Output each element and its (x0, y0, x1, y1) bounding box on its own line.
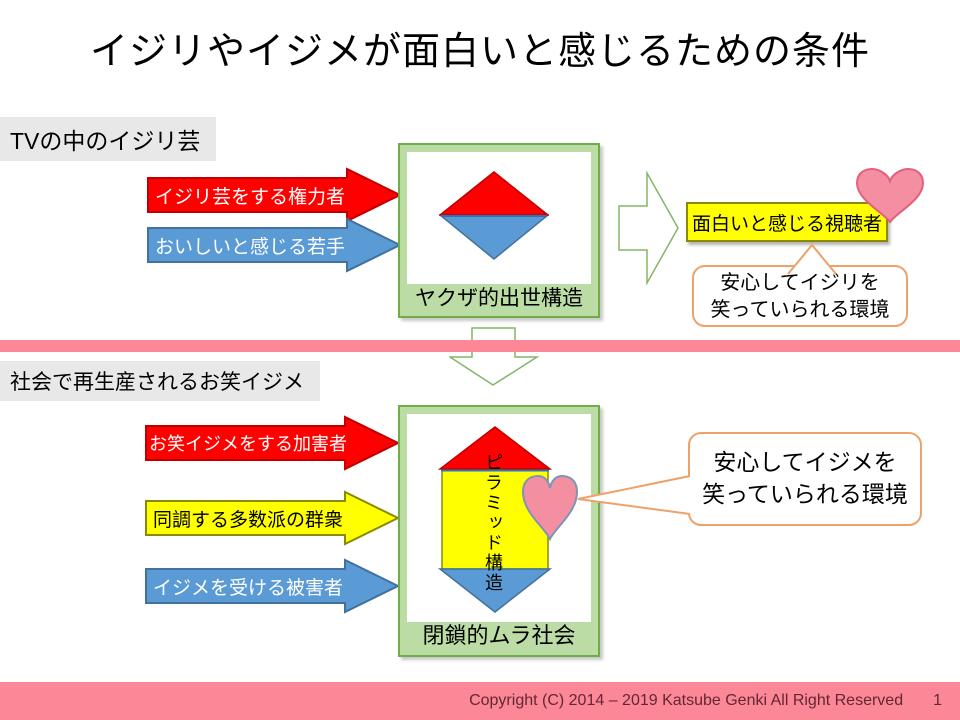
slide-title: イジリやイジメが面白いと感じるための条件 (89, 31, 870, 73)
society-victim-arrow: イジメを受ける被害者 (145, 558, 400, 614)
tv-callout-tail (787, 243, 837, 275)
village-society-caption: 閉鎖的ムラ社会 (422, 623, 576, 648)
tv-callout-line2: 笑っていられる環境 (710, 299, 890, 321)
heart-icon (855, 167, 925, 224)
section-label-society: 社会で再生産されるお笑イジメ (0, 361, 320, 401)
green-down-arrow-icon (449, 327, 539, 386)
heart-icon (521, 474, 579, 542)
right-arrow-icon (145, 558, 400, 614)
footer-bar: Copyright (C) 2014 – 2019 Katsube Genki … (0, 682, 960, 720)
right-arrow-icon (147, 217, 402, 273)
tv-young-arrow-label: おいしいと感じる若手 (154, 236, 345, 258)
tv-young-arrow: おいしいと感じる若手 (147, 217, 402, 273)
page-number: 1 (933, 692, 942, 709)
society-crowd-arrow: 同調する多数派の群衆 (145, 490, 400, 546)
section-divider-bar (0, 340, 960, 352)
right-arrow-icon (145, 415, 400, 471)
society-callout-line2: 笑っていられる環境 (702, 481, 908, 507)
right-arrow-icon (145, 490, 400, 546)
copyright-text: Copyright (C) 2014 – 2019 Katsube Genki … (469, 692, 904, 709)
viewer-box-label: 面白いと感じる視聴者 (691, 213, 882, 235)
society-callout-tail (577, 475, 691, 515)
tv-power-arrow: イジリ芸をする権力者 (147, 167, 402, 223)
society-aggressor-arrow: お笑イジメをする加害者 (145, 415, 400, 471)
society-victim-arrow-label: イジメを受ける被害者 (152, 577, 343, 599)
yakuza-structure-box: ヤクザ的出世構造 (398, 143, 600, 318)
society-callout-line1: 安心してイジメを (713, 449, 897, 475)
society-aggressor-arrow-label: お笑イジメをする加害者 (149, 434, 347, 454)
yakuza-structure-caption: ヤクザ的出世構造 (415, 287, 583, 310)
diamond-hierarchy-icon (439, 171, 549, 260)
tv-callout: 安心してイジリを 笑っていられる環境 (692, 265, 908, 327)
viewer-box: 面白いと感じる視聴者 (686, 202, 888, 242)
society-crowd-arrow-label: 同調する多数派の群衆 (152, 509, 343, 531)
section-label-tv: TVの中のイジリ芸 (0, 117, 217, 161)
tv-power-arrow-label: イジリ芸をする権力者 (154, 186, 345, 208)
pyramid-structure-icon (438, 426, 552, 613)
green-right-arrow-icon (618, 171, 679, 285)
society-callout: 安心してイジメを 笑っていられる環境 (688, 432, 922, 526)
tv-callout-line1: 安心してイジリを (720, 272, 880, 294)
pyramid-structure-label: ピラミッド構造 (483, 453, 503, 593)
right-arrow-icon (147, 167, 402, 223)
